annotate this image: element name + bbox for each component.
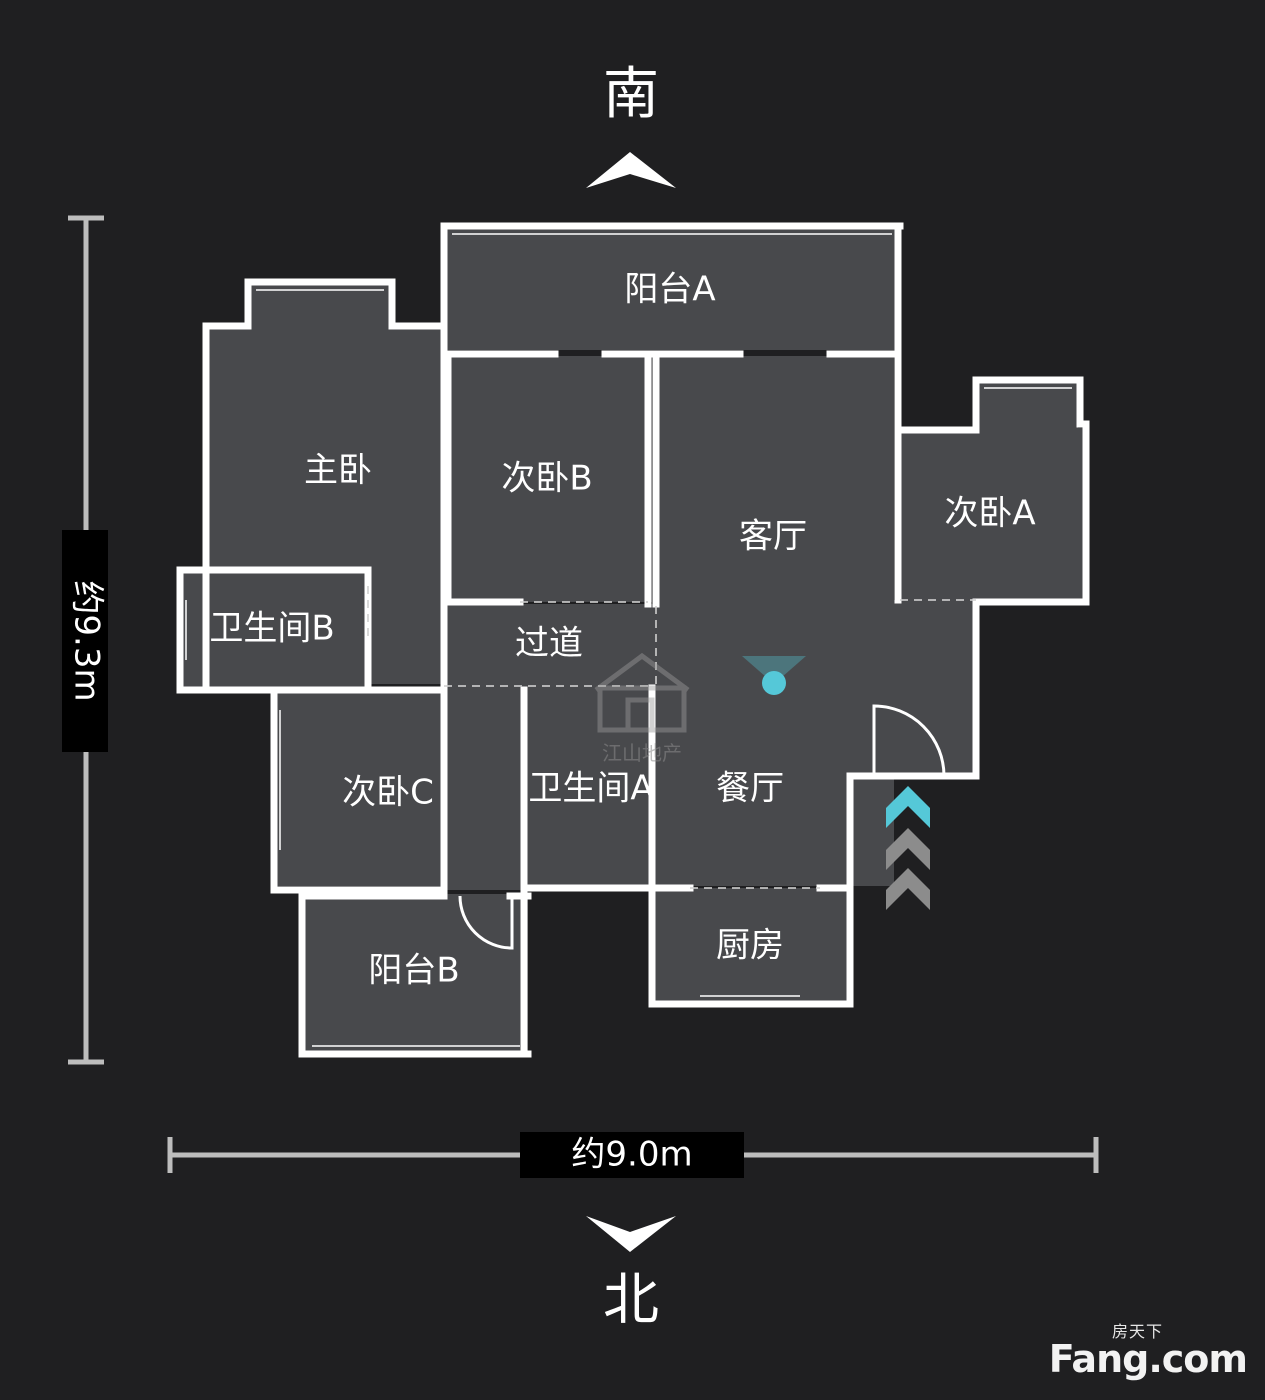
entrance-chevrons-icon bbox=[886, 786, 930, 910]
watermark-text: 江山地产 bbox=[602, 741, 682, 765]
floor-bedroom-a bbox=[900, 428, 1086, 602]
openings bbox=[367, 586, 976, 889]
entrance-door bbox=[872, 704, 946, 777]
location-marker-icon bbox=[742, 656, 806, 695]
floor-bedroom-c bbox=[274, 690, 444, 886]
doors bbox=[458, 704, 946, 950]
brand-main-text: Fang.com bbox=[1048, 1337, 1248, 1381]
floor-master-balcony-bay bbox=[250, 282, 390, 328]
floor-corridor-c bbox=[444, 686, 524, 890]
brand-top-text: 房天下 bbox=[1111, 1322, 1163, 1341]
room-label-master-bedroom: 主卧 bbox=[304, 451, 372, 491]
south-arrow-icon bbox=[586, 152, 676, 188]
house-watermark-icon bbox=[594, 652, 690, 733]
floor-hall-ext bbox=[894, 600, 974, 776]
room-label-bathroom-b: 卫生间B bbox=[209, 609, 334, 649]
windows bbox=[185, 233, 1072, 1047]
room-label-kitchen: 厨房 bbox=[716, 926, 784, 966]
compass-top-label: 南 bbox=[603, 62, 659, 127]
floor-bedroom-b bbox=[448, 356, 652, 602]
height-dimension-label: 约9.3m bbox=[67, 580, 107, 701]
balcony-b-door bbox=[458, 895, 514, 950]
room-labels: 阳台A 主卧 次卧B 客厅 次卧A 卫生间B 过道 次卧C 卫生间A 餐厅 厨房… bbox=[209, 270, 1035, 991]
room-label-bedroom-b: 次卧B bbox=[501, 459, 592, 499]
compass-bottom-label: 北 bbox=[603, 1268, 659, 1333]
floor-hallway bbox=[444, 604, 654, 686]
room-label-dining-room: 餐厅 bbox=[716, 769, 784, 809]
north-arrow-icon bbox=[586, 1216, 676, 1252]
room-label-bedroom-c: 次卧C bbox=[342, 773, 434, 813]
width-dimension: 约9.0m bbox=[167, 1132, 1099, 1178]
height-dimension: 约9.3m bbox=[62, 215, 108, 1065]
room-label-hallway: 过道 bbox=[515, 624, 583, 664]
floor-balcony-a bbox=[444, 226, 900, 350]
floor-living-dining bbox=[654, 356, 894, 886]
brand-logo: 房天下 Fang.com bbox=[1048, 1322, 1248, 1381]
floor-kitchen bbox=[652, 888, 852, 1004]
floor-bathroom-b bbox=[180, 570, 368, 690]
floor-bathroom-a bbox=[524, 686, 654, 886]
room-label-living-room: 客厅 bbox=[739, 517, 807, 557]
floor-balcony-b bbox=[302, 894, 528, 1054]
floor-fills bbox=[180, 226, 1086, 1054]
room-label-bathroom-a: 卫生间A bbox=[528, 769, 653, 809]
walls bbox=[176, 222, 1090, 1058]
room-label-balcony-a: 阳台A bbox=[624, 270, 715, 310]
room-label-balcony-b: 阳台B bbox=[368, 951, 459, 991]
width-dimension-label: 约9.0m bbox=[571, 1135, 692, 1175]
room-label-bedroom-a: 次卧A bbox=[944, 494, 1035, 534]
